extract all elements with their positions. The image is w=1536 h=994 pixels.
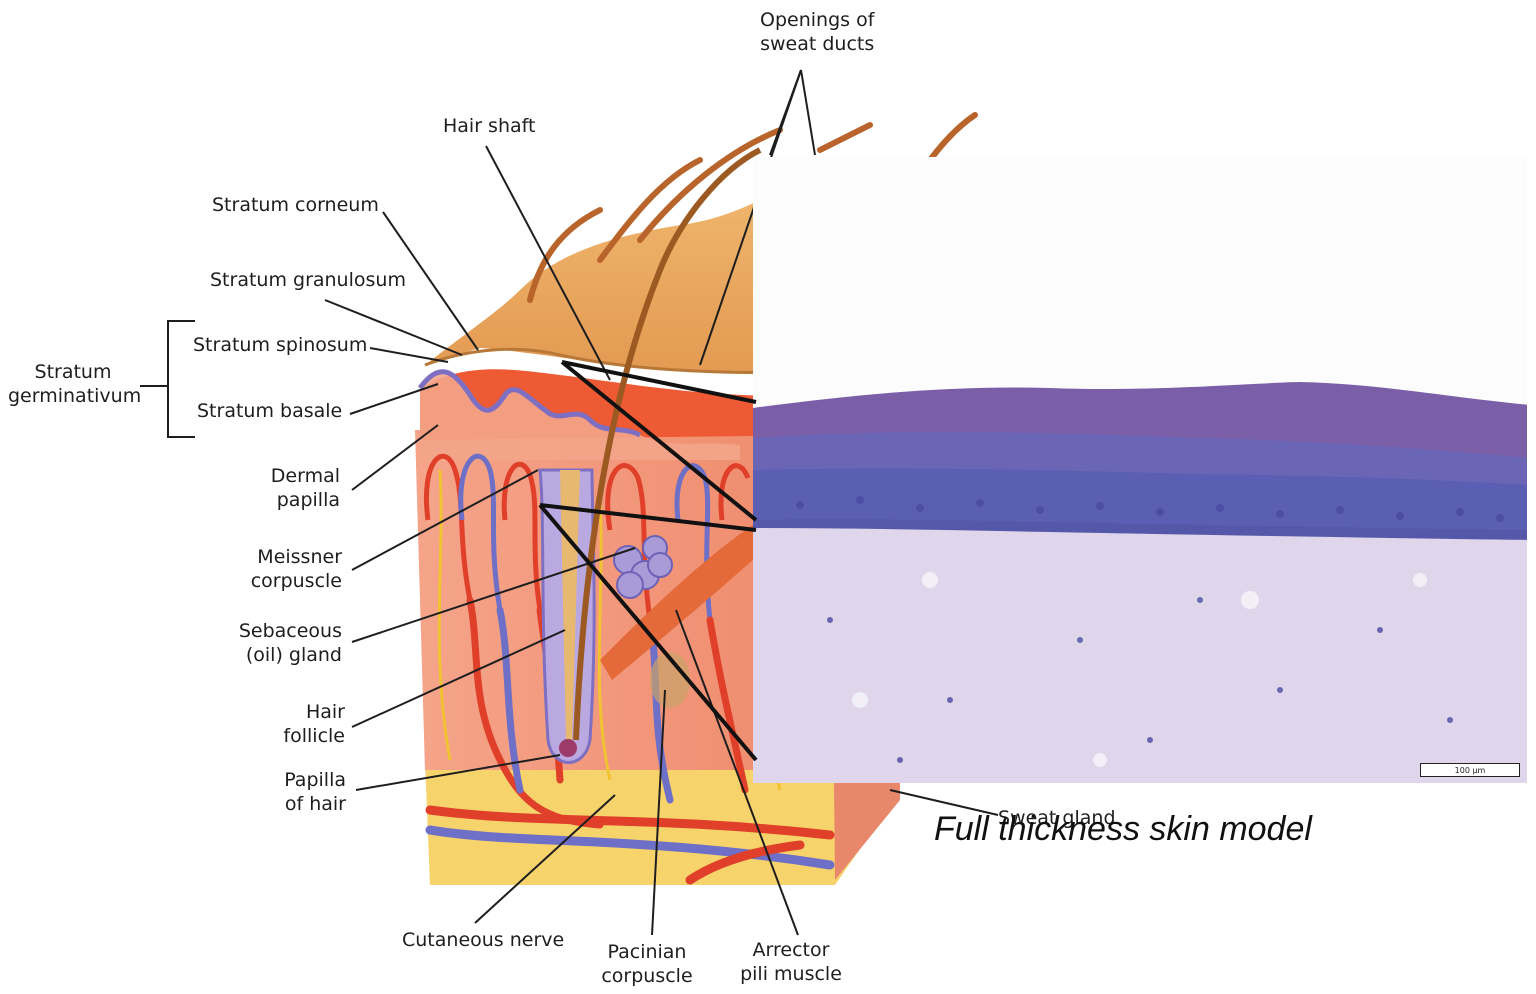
label-dermal-papilla: Dermal papilla bbox=[230, 464, 340, 512]
label-stratum-corneum: Stratum corneum bbox=[212, 193, 379, 217]
label-meissner-corpuscle: Meissner corpuscle bbox=[200, 545, 342, 593]
label-stratum-spinosum: Stratum spinosum bbox=[193, 333, 367, 357]
label-stratum-granulosum: Stratum granulosum bbox=[210, 268, 406, 292]
label-hair-follicle: Hair follicle bbox=[230, 700, 345, 748]
label-papilla-of-hair: Papilla of hair bbox=[230, 768, 346, 816]
epidermis-surface bbox=[425, 180, 900, 373]
label-stratum-germinativum: Stratum germinativum bbox=[8, 360, 138, 408]
label-hair-shaft: Hair shaft bbox=[443, 114, 535, 138]
pacinian-corpuscle-shape bbox=[650, 652, 690, 708]
label-stratum-basale: Stratum basale bbox=[197, 399, 342, 423]
micrograph-caption: Full thickness skin model bbox=[934, 810, 1312, 849]
label-arrector-pili-muscle: Arrector pili muscle bbox=[735, 938, 847, 986]
label-pacinian-corpuscle: Pacinian corpuscle bbox=[592, 940, 702, 988]
scale-bar: 100 µm bbox=[1420, 763, 1520, 777]
label-cutaneous-nerve: Cutaneous nerve bbox=[402, 928, 564, 952]
label-openings-of-sweat-ducts: Openings of sweat ducts bbox=[760, 8, 874, 56]
label-sebaceous-gland: Sebaceous (oil) gland bbox=[200, 619, 342, 667]
